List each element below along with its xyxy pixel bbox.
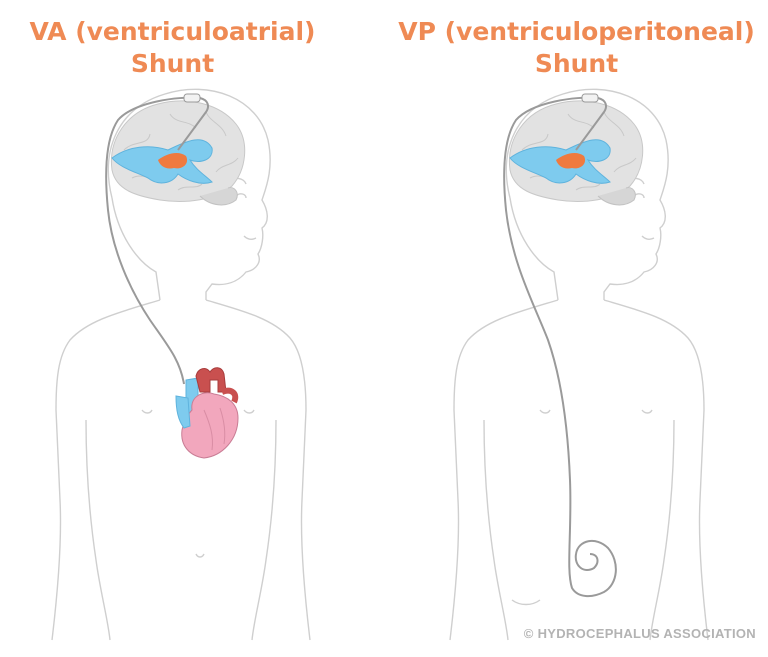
copyright-notice: © HYDROCEPHALUS ASSOCIATION: [523, 626, 756, 641]
vp-back-head: [509, 197, 559, 301]
va-title-line1: VA (ventriculoatrial): [29, 17, 316, 46]
va-shunt-title: VA (ventriculoatrial) Shunt: [0, 16, 345, 80]
vp-torso-outline: [449, 299, 559, 641]
va-child-figure: [51, 88, 311, 641]
va-torso-outline: [51, 299, 161, 641]
vp-child-figure: [449, 88, 709, 641]
va-head-outline: [107, 88, 271, 300]
vp-catheter[interactable]: [503, 96, 617, 598]
va-title-line2: Shunt: [130, 49, 215, 78]
va-back-head: [111, 197, 161, 301]
vp-title-line2: Shunt: [534, 49, 619, 78]
vp-shunt-title: VP (ventriculoperitoneal) Shunt: [385, 16, 768, 80]
heart-icon: [175, 367, 239, 459]
vp-title-line1: VP (ventriculoperitoneal): [398, 17, 755, 46]
va-ventricles: [111, 139, 213, 184]
vp-ventricles: [509, 139, 611, 184]
vp-shunt-valve[interactable]: [581, 93, 599, 103]
vp-head-outline: [505, 88, 669, 300]
va-shunt-valve[interactable]: [183, 93, 201, 103]
